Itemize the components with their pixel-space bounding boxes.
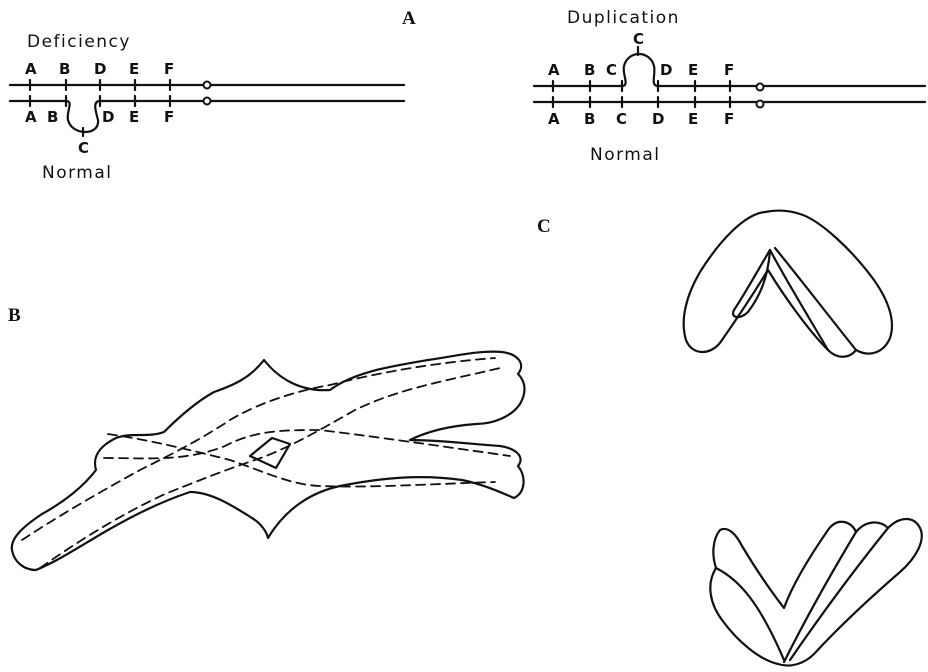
gene-label: E [129,60,139,78]
gene-label: C [606,61,617,79]
centromere-mark [204,98,211,105]
gene-label: E [688,61,698,79]
gene-label: E [129,108,139,126]
normal-chromosome-with-loop [10,101,404,132]
gene-label: D [652,110,664,128]
bivalent-outline [710,519,921,666]
chromatid-inner [790,528,888,660]
gene-label: F [164,60,174,78]
pairing-cross-figure [12,352,525,570]
gene-label: D [94,60,106,78]
duplication-diagram: Duplication C A B C D E F A B C D E F No… [534,8,925,165]
gene-label: B [584,61,595,79]
centromere-mark [757,101,764,108]
centromere-mark [204,82,211,89]
normal-label: Normal [42,163,113,183]
chromatid-inner [733,250,770,317]
chromatid-axis-dashed [40,368,500,568]
chromosome-outline [12,352,525,570]
panel-letter-a: A [402,8,416,29]
chromatid-inner [716,568,784,660]
gene-label: B [59,60,70,78]
gene-label: A [25,60,37,78]
centromere-mark [757,84,764,91]
v-bivalent-top [684,211,892,357]
duplication-label: Duplication [567,8,680,28]
gene-label: D [660,61,672,79]
central-gap-loop [250,438,290,468]
gene-label: F [164,108,174,126]
deficiency-label: Deficiency [27,32,131,52]
gene-label: F [724,110,734,128]
loop-gene-label: C [633,30,644,48]
gene-label: A [548,110,560,128]
gene-label: A [25,108,37,126]
gene-label: F [724,61,734,79]
normal-label: Normal [590,145,661,165]
chromatid-inner [784,532,856,662]
panel-letter-c: C [537,216,551,237]
panel-letter-b: B [8,305,21,326]
loop-gene-label: C [78,139,89,157]
chromatid-inner [770,250,828,350]
gene-label: B [584,110,595,128]
gene-label: A [548,61,560,79]
gene-label: B [47,108,58,126]
gene-label: D [102,108,114,126]
v-bivalent-bottom [710,519,921,666]
deficiency-diagram: Deficiency A B D E F A B D E F [10,32,404,183]
chromatid-axis-dashed [104,430,510,458]
gene-label: C [616,110,627,128]
gene-label: E [688,110,698,128]
deficient-gene-labels: A B D E F [25,60,174,78]
